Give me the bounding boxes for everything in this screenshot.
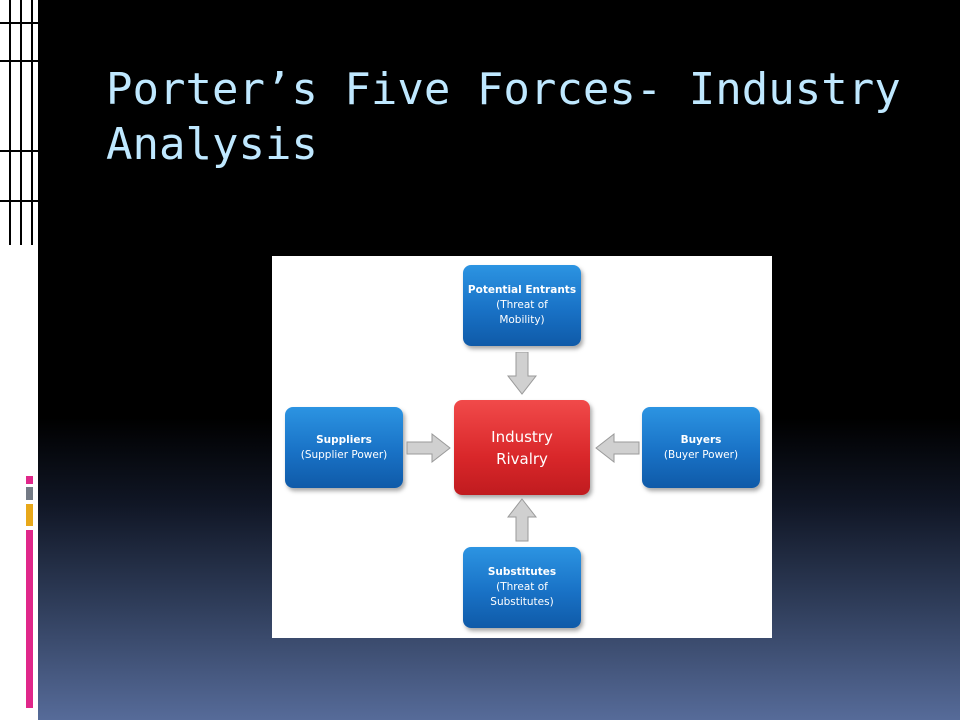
decorative-lines (0, 0, 38, 260)
porter-five-forces-diagram: Potential Entrants (Threat of Mobility) … (272, 256, 772, 638)
buyers-box: Buyers (Buyer Power) (642, 407, 760, 488)
decorative-vertical-line (9, 0, 11, 245)
arrow-left-icon (595, 433, 640, 463)
decorative-horizontal-line (0, 150, 38, 152)
slide-title: Porter’s Five Forces- Industry Analysis (106, 64, 901, 170)
buyers-label: Buyers (680, 433, 722, 446)
decorative-horizontal-line (0, 22, 38, 24)
potential-entrants-label: Potential Entrants (467, 284, 577, 296)
decorative-vertical-line (31, 0, 33, 245)
substitutes-box: Substitutes (Threat of Substitutes) (463, 547, 581, 628)
left-decorative-strip (0, 0, 38, 720)
arrow-right-icon (406, 433, 451, 463)
buyers-sublabel: (Buyer Power) (663, 448, 739, 461)
industry-rivalry-label: Industry Rivalry (491, 427, 553, 468)
arrow-down-icon (507, 352, 537, 395)
potential-entrants-box: Potential Entrants (Threat of Mobility) (463, 265, 581, 346)
potential-entrants-sublabel: (Threat of Mobility) (496, 299, 548, 326)
arrow-up-icon (507, 498, 537, 542)
suppliers-box: Suppliers (Supplier Power) (285, 407, 403, 488)
decorative-horizontal-line (0, 200, 38, 202)
industry-rivalry-box: Industry Rivalry (454, 400, 590, 495)
accent-bar-magenta (26, 476, 33, 484)
decorative-horizontal-line (0, 60, 38, 62)
accent-bar-magenta-long (26, 530, 33, 708)
accent-bar-gold (26, 504, 33, 526)
accent-bar-gray (26, 487, 33, 500)
suppliers-label: Suppliers (316, 433, 372, 446)
substitutes-sublabel: (Threat of Substitutes) (490, 581, 554, 608)
decorative-vertical-line (20, 0, 22, 245)
substitutes-label: Substitutes (487, 566, 557, 578)
suppliers-sublabel: (Supplier Power) (300, 448, 388, 461)
